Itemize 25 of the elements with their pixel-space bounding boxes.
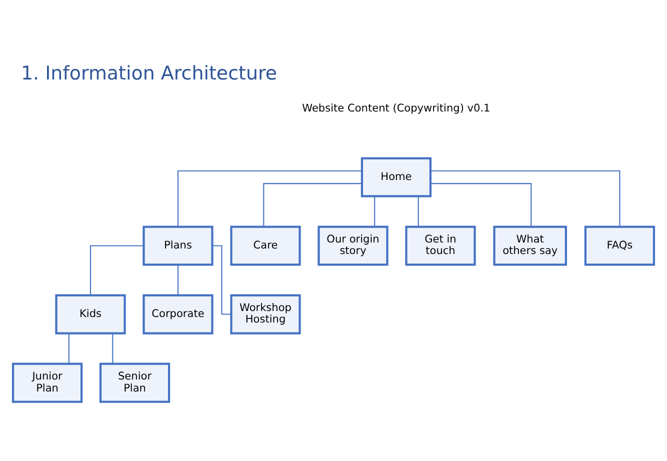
node-box: What others say [493, 225, 567, 266]
connector [374, 196, 376, 226]
node-box: Get in touch [405, 225, 476, 266]
node-box: Workshop Hosting [230, 294, 301, 334]
node-box: Plans [142, 225, 214, 266]
connector [212, 244, 232, 314]
node-box: Our origin story [318, 225, 388, 266]
connector [112, 332, 114, 364]
connector [430, 170, 620, 226]
connector [418, 196, 419, 226]
node-box: Care [230, 225, 301, 266]
node-box: Kids [55, 294, 126, 334]
connector [68, 332, 70, 364]
diagram-title: 1. Information Architecture [20, 62, 278, 84]
connector [177, 264, 179, 295]
node-box: Senior Plan [99, 362, 170, 402]
node-box: FAQs [584, 225, 656, 266]
connector [430, 182, 532, 226]
label: Website Content (Copywriting) v0.1 [302, 102, 490, 114]
connector [177, 170, 362, 226]
node-box: Corporate [142, 294, 214, 334]
node-box: Home [360, 156, 432, 197]
node-box: Junior Plan [12, 362, 83, 402]
connector [263, 182, 362, 226]
connector [90, 244, 144, 295]
